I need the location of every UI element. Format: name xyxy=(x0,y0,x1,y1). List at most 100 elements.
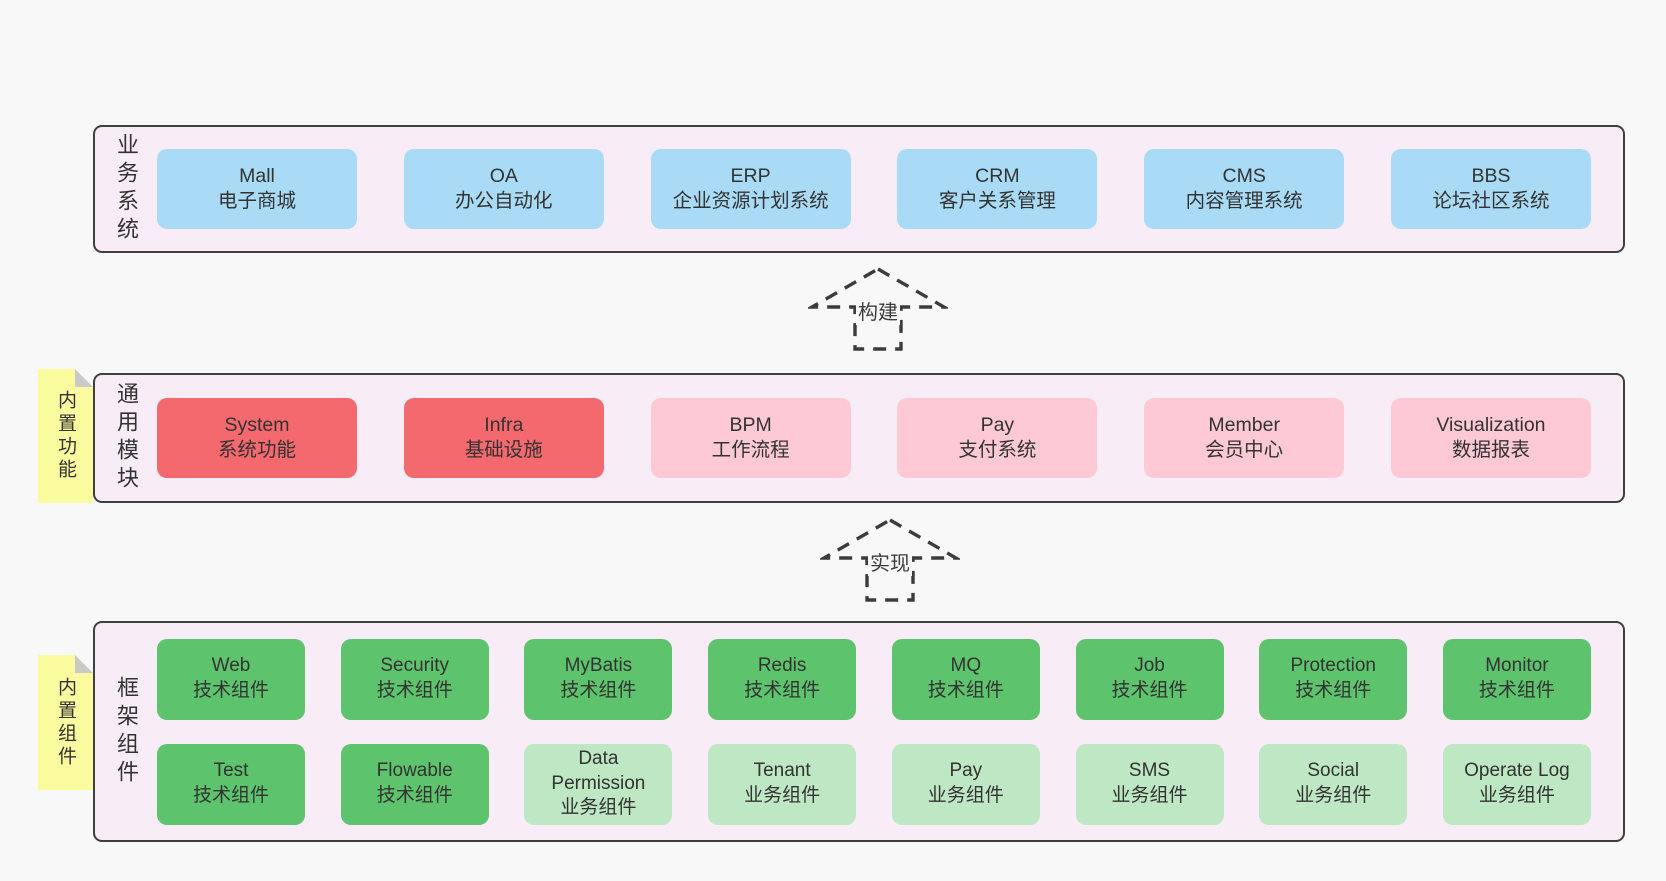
box-name: CRM xyxy=(975,164,1020,187)
box-subtitle: 论坛社区系统 xyxy=(1432,190,1550,212)
box-test: Test 技术组件 xyxy=(157,743,305,825)
box-subtitle: 内容管理系统 xyxy=(1185,190,1303,212)
sticky-note-built-in-features: 内置功能 xyxy=(38,369,93,503)
box-subtitle: 会员中心 xyxy=(1205,439,1284,461)
box-name: Tenant xyxy=(753,760,811,782)
box-subtitle: 业务组件 xyxy=(1111,785,1188,806)
box-infra: Infra 基础设施 xyxy=(403,398,604,478)
box-subtitle: 业务组件 xyxy=(927,785,1004,806)
box-subtitle: 技术组件 xyxy=(1478,680,1555,701)
box-bpm: BPM 工作流程 xyxy=(650,398,851,478)
box-name: Test xyxy=(213,760,249,782)
box-name: BPM xyxy=(729,413,772,436)
box-subtitle: 技术组件 xyxy=(1295,680,1372,701)
box-subtitle: 技术组件 xyxy=(192,785,269,806)
box-subtitle: 业务组件 xyxy=(1478,785,1555,806)
box-name: MQ xyxy=(950,655,982,677)
box-subtitle: 技术组件 xyxy=(376,680,453,701)
box-redis: Redis 技术组件 xyxy=(708,638,857,720)
arrow-build: 构建 xyxy=(808,266,948,352)
box-tenant: Tenant 业务组件 xyxy=(708,743,857,825)
box-subtitle: 技术组件 xyxy=(927,680,1004,701)
box-web: Web 技术组件 xyxy=(157,638,305,720)
box-subtitle: 业务组件 xyxy=(560,797,637,819)
box-social: Social 业务组件 xyxy=(1259,743,1408,825)
box-subtitle: 技术组件 xyxy=(560,680,637,701)
box-name: Web xyxy=(211,655,251,677)
box-subtitle: 基础设施 xyxy=(464,439,543,461)
box-name: MyBatis xyxy=(564,655,633,677)
box-name: System xyxy=(224,413,290,436)
box-subtitle: 数据报表 xyxy=(1451,439,1530,461)
box-name: Redis xyxy=(757,655,807,677)
box-name: Security xyxy=(380,655,450,677)
box-name: CMS xyxy=(1222,164,1266,187)
box-name: Monitor xyxy=(1485,655,1549,677)
box-system: System 系统功能 xyxy=(157,398,357,478)
arrow-implement: 实现 xyxy=(820,517,960,603)
box-bbs: BBS 论坛社区系统 xyxy=(1390,149,1591,229)
box-subtitle: 企业资源计划系统 xyxy=(672,190,829,212)
sticky-note-built-in-components: 内置组件 xyxy=(38,655,93,790)
box-subtitle: 系统功能 xyxy=(217,439,296,461)
box-cms: CMS 内容管理系统 xyxy=(1144,149,1345,229)
box-pay: Pay 业务组件 xyxy=(891,743,1040,825)
box-subtitle: 技术组件 xyxy=(744,680,821,701)
box-protection: Protection 技术组件 xyxy=(1259,638,1408,720)
box-name: Infra xyxy=(484,413,524,436)
box-subtitle: 业务组件 xyxy=(744,785,821,806)
box-oa: OA 办公自动化 xyxy=(403,149,604,229)
up-arrow-icon xyxy=(820,518,960,602)
box-subtitle: 办公自动化 xyxy=(455,190,553,212)
up-arrow-icon xyxy=(808,267,948,351)
box-subtitle: 业务组件 xyxy=(1295,785,1372,806)
box-mq: MQ 技术组件 xyxy=(891,638,1040,720)
box-name: Visualization xyxy=(1436,413,1546,436)
box-name: Protection xyxy=(1290,655,1376,677)
box-data-permission: Data Permission 业务组件 xyxy=(524,743,673,825)
box-subtitle: 工作流程 xyxy=(711,439,790,461)
box-name: Social xyxy=(1307,760,1360,782)
box-name: Flowable xyxy=(376,760,453,782)
arrow-label-implement: 实现 xyxy=(868,553,912,576)
band-label-framework-components: 框架组件 xyxy=(114,675,139,788)
box-security: Security 技术组件 xyxy=(340,638,489,720)
box-erp: ERP 企业资源计划系统 xyxy=(650,149,851,229)
box-name: ERP xyxy=(730,164,771,187)
box-mall: Mall 电子商城 xyxy=(157,149,357,229)
box-monitor: Monitor 技术组件 xyxy=(1442,638,1591,720)
box-name: Mall xyxy=(239,164,275,187)
box-subtitle: 技术组件 xyxy=(192,680,269,701)
arrow-label-build: 构建 xyxy=(856,302,900,325)
box-name: Operate Log xyxy=(1464,760,1570,782)
box-name: Job xyxy=(1134,655,1165,677)
box-operate-log: Operate Log 业务组件 xyxy=(1442,743,1591,825)
box-flowable: Flowable 技术组件 xyxy=(340,743,489,825)
box-name: Data Permission xyxy=(551,747,646,794)
box-name: BBS xyxy=(1471,164,1511,187)
box-sms: SMS 业务组件 xyxy=(1075,743,1224,825)
box-name: Member xyxy=(1208,413,1280,436)
box-name: Pay xyxy=(949,760,983,782)
box-job: Job 技术组件 xyxy=(1075,638,1224,720)
box-name: SMS xyxy=(1128,760,1171,782)
band-label-business-systems: 业务系统 xyxy=(114,133,139,245)
box-subtitle: 支付系统 xyxy=(958,439,1037,461)
box-name: OA xyxy=(489,164,518,187)
box-subtitle: 技术组件 xyxy=(376,785,453,806)
box-subtitle: 技术组件 xyxy=(1111,680,1188,701)
box-mybatis: MyBatis 技术组件 xyxy=(524,638,673,720)
box-subtitle: 电子商城 xyxy=(217,190,296,212)
box-member: Member 会员中心 xyxy=(1144,398,1345,478)
box-visualization: Visualization 数据报表 xyxy=(1390,398,1591,478)
